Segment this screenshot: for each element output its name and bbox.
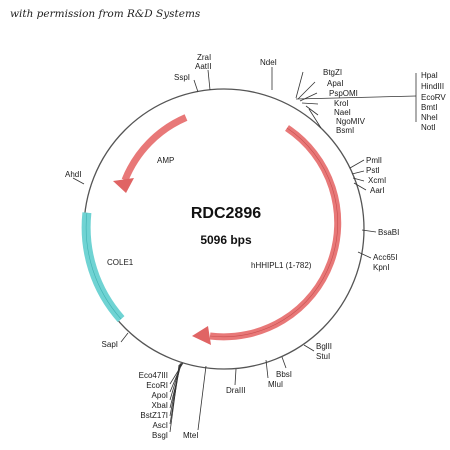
- plasmid-backbone: [83, 88, 365, 370]
- site-ahdl: AhdI: [65, 170, 81, 179]
- site-aatll: AatII: [195, 62, 211, 71]
- site-krol: KroI: [334, 99, 349, 108]
- plasmid-size: 5096 bps: [200, 233, 252, 247]
- site-bbsl: BbsI: [276, 370, 292, 379]
- insert-arrow-outline: [209, 127, 339, 338]
- site-ecorl: EcoRI: [146, 381, 168, 390]
- cole1-outline: [85, 212, 122, 320]
- site-hpal: HpaI: [421, 71, 438, 80]
- site-pspoml: PspOMI: [329, 89, 358, 98]
- site-aarl: AarI: [370, 186, 385, 195]
- site-tick-line: [299, 92, 318, 102]
- site-apol: ApoI: [152, 391, 168, 400]
- site-stul: StuI: [316, 352, 330, 361]
- site-ngomiv: NgoMIV: [336, 117, 366, 126]
- amp-arrowhead: [113, 178, 134, 193]
- site-pstl: PstI: [366, 166, 380, 175]
- site-tick-line: [295, 71, 304, 99]
- site-sspl: SspI: [174, 73, 190, 82]
- site-tick-line: [351, 170, 365, 175]
- site-tick-line: [295, 95, 417, 100]
- site-tick-line: [308, 108, 322, 129]
- site-tick-line: [297, 81, 316, 100]
- site-kpnl: KpnI: [373, 263, 389, 272]
- site-tick-line: [361, 229, 377, 233]
- site-ndel: NdeI: [260, 58, 277, 67]
- site-tick-line: [349, 159, 365, 169]
- site-sapl: SapI: [102, 340, 118, 349]
- site-tick-line: [193, 79, 199, 93]
- feature-label-cole1: COLE1: [107, 258, 134, 267]
- site-tick-line: [120, 332, 129, 343]
- site-tick-line: [197, 365, 207, 431]
- site-tick-line: [305, 105, 319, 116]
- site-tick-line: [265, 359, 269, 379]
- site-bmtl: BmtI: [421, 103, 437, 112]
- site-tick-line: [301, 102, 319, 105]
- site-ecorv: EcoRV: [421, 93, 446, 102]
- site-tick-line: [303, 344, 315, 352]
- site-bglll: BglII: [316, 342, 332, 351]
- site-tick-line: [357, 251, 372, 259]
- feature-label-insert: hHHIPL1 (1-782): [251, 261, 312, 270]
- site-tick-line: [207, 69, 211, 91]
- site-hindiii: HindIII: [421, 82, 444, 91]
- site-tick-line: [353, 182, 367, 191]
- site-bsml: BsmI: [336, 126, 354, 135]
- site-acc65l: Acc65I: [373, 253, 397, 262]
- site-bsgl: BsgI: [152, 431, 168, 440]
- site-xbal: XbaI: [152, 401, 168, 410]
- site-bstz17l: BstZ17I: [140, 411, 168, 420]
- site-bsabl: BsaBI: [378, 228, 399, 237]
- site-mlul: MluI: [268, 380, 283, 389]
- site-tick-line: [169, 364, 180, 433]
- site-nhel: NheI: [421, 113, 438, 122]
- amp-arrow: [121, 114, 188, 182]
- site-notl: NotI: [421, 123, 436, 132]
- site-tick-line: [72, 177, 85, 185]
- site-eco47iii: Eco47III: [139, 371, 168, 380]
- site-tick-line: [281, 356, 287, 369]
- site-ascl: AscI: [152, 421, 168, 430]
- plasmid-name: RDC2896: [191, 205, 261, 222]
- site-tick-line: [352, 177, 365, 182]
- site-xcml: XcmI: [368, 176, 386, 185]
- site-mtel: MteI: [183, 431, 199, 440]
- feature-label-amp: AMP: [157, 156, 174, 165]
- site-dralll: DraIII: [226, 386, 246, 395]
- site-nael: NaeI: [334, 108, 351, 117]
- site-apal: ApaI: [327, 79, 343, 88]
- site-zral: ZraI: [197, 53, 211, 62]
- site-pmll: PmlI: [366, 156, 382, 165]
- permission-credit: with permission from R&D Systems: [10, 8, 201, 20]
- site-tick-line: [234, 368, 237, 386]
- site-btgzl: BtgZI: [323, 68, 342, 77]
- insert-arrowhead: [192, 326, 211, 345]
